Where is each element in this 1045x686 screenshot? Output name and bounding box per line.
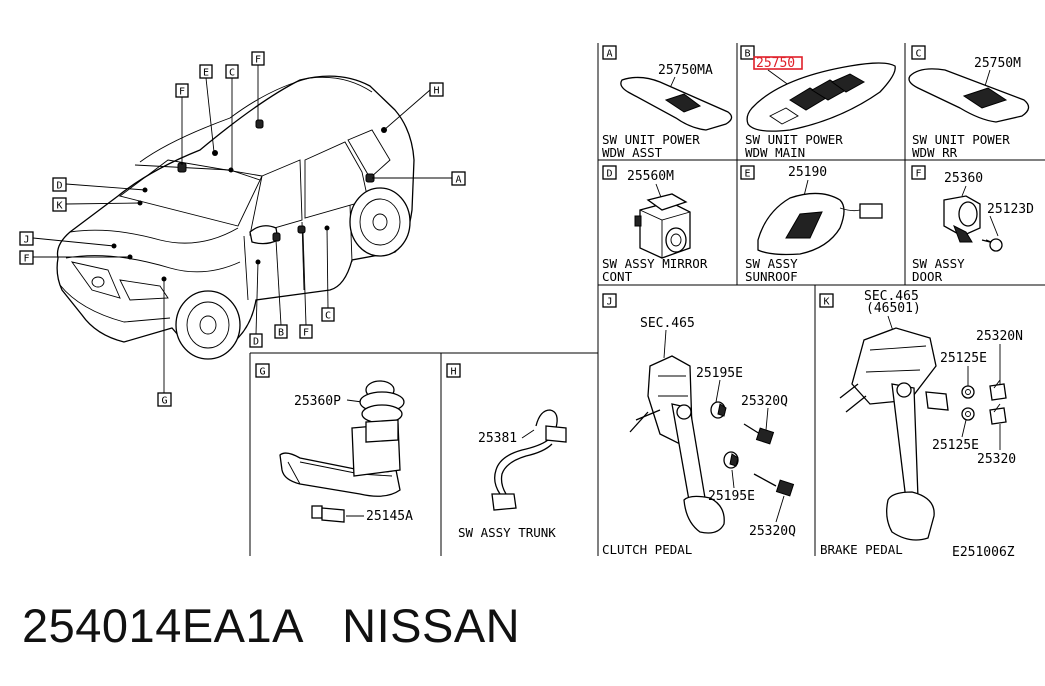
panel-j-desc: CLUTCH PEDAL: [602, 542, 692, 557]
panel-h-desc: SW ASSY TRUNK: [458, 525, 556, 540]
callout-c-1: C: [229, 68, 235, 79]
panel-g-letter: G: [259, 367, 265, 378]
panel-c-desc-1: SW UNIT POWER: [912, 132, 1010, 147]
car-callouts: F E C F H A D K J F D B F C G: [19, 51, 466, 407]
panel-d: D 25560M SW ASSY MIRROR CONT: [602, 165, 708, 284]
panel-h-letter: H: [450, 367, 456, 378]
panel-a-letter: A: [606, 49, 612, 60]
panel-e-letter: E: [744, 169, 750, 180]
panel-e-part-number: 25190: [788, 165, 827, 180]
panel-b-letter: B: [744, 49, 750, 60]
panel-k-part-4: 25320: [977, 452, 1016, 467]
footer: 254014EA1A NISSAN: [22, 598, 520, 653]
panel-f-desc-2: DOOR: [912, 269, 943, 284]
callout-f-2: F: [255, 55, 261, 66]
panel-f: F 25360 25123D SW ASSY DOOR: [911, 165, 1034, 284]
panel-a-desc-2: WDW ASST: [602, 145, 663, 160]
panel-j-part-3: 25195E: [708, 489, 755, 504]
panel-c-letter: C: [915, 49, 921, 60]
panel-h: H 25381 SW ASSY TRUNK: [446, 363, 567, 540]
panel-e-desc-1: SW ASSY: [745, 256, 798, 271]
panel-g: G 25360P 25145A: [255, 363, 413, 524]
panel-a: A 25750MA SW UNIT POWER WDW ASST: [602, 45, 733, 160]
panel-f-part-1: 25360: [944, 171, 983, 186]
panel-c: C 25750M SW UNIT POWER WDW RR: [908, 45, 1030, 160]
callout-f-3: A: [455, 175, 461, 186]
callout-e: E: [203, 68, 209, 79]
callout-g: G: [161, 396, 167, 407]
panel-k-letter: K: [823, 297, 829, 308]
panel-a-part-number: 25750MA: [658, 63, 713, 78]
callout-f-4: F: [303, 328, 309, 339]
panel-a-desc-1: SW UNIT POWER: [602, 132, 700, 147]
panel-f-letter: F: [915, 169, 921, 180]
callout-d-1: K: [56, 201, 62, 212]
panel-k-sec-2: (46501): [866, 301, 921, 316]
panel-k-sec-1: SEC.465: [864, 289, 919, 304]
panel-b-part-number: 25750: [756, 56, 795, 71]
callout-c-2: C: [325, 311, 331, 322]
callout-h: H: [433, 86, 439, 97]
panel-d-part-number: 25560M: [627, 169, 674, 184]
callout-d-2: D: [253, 337, 259, 348]
panel-j-sec: SEC.465: [640, 316, 695, 331]
parts-diagram: F E C F H A D K J F D B F C G A 25750MA …: [19, 43, 1045, 560]
panel-h-part-number: 25381: [478, 431, 517, 446]
part-number-caption: 254014EA1A: [22, 599, 302, 652]
panel-j-part-2: 25320Q: [741, 394, 788, 409]
panel-c-part-number: 25750M: [974, 56, 1021, 71]
panel-g-part-1: 25360P: [294, 394, 341, 409]
panel-k-part-3: 25125E: [932, 438, 979, 453]
callout-f-1: F: [179, 87, 185, 98]
panel-b: B 25750 SW UNIT POWER WDW MAIN: [740, 45, 896, 160]
panel-j-letter: J: [606, 297, 612, 308]
panel-d-desc-1: SW ASSY MIRROR: [602, 256, 708, 271]
panel-j: J SEC.465 25195E 25320Q 25195E 25320Q CL…: [602, 293, 796, 557]
panel-e-desc-2: SUNROOF: [745, 269, 798, 284]
diagram-code: E251006Z: [952, 545, 1015, 560]
panel-f-desc-1: SW ASSY: [912, 256, 965, 271]
panel-k-part-2: 25125E: [940, 351, 987, 366]
panel-c-desc-2: WDW RR: [912, 145, 958, 160]
panel-j-part-4: 25320Q: [749, 524, 796, 539]
panel-k-desc: BRAKE PEDAL: [820, 542, 903, 557]
callout-k: J: [23, 235, 29, 246]
callout-a: D: [56, 181, 62, 192]
panel-k: K SEC.465 (46501) 25320N 25125E 25125E 2…: [819, 289, 1023, 560]
panel-f-part-2: 25123D: [987, 202, 1034, 217]
panel-b-desc-1: SW UNIT POWER: [745, 132, 843, 147]
callout-j: F: [23, 254, 29, 265]
panel-d-letter: D: [606, 169, 612, 180]
panel-b-desc-2: WDW MAIN: [745, 145, 805, 160]
brand-caption: NISSAN: [342, 599, 521, 652]
panel-e: E 25190 SW ASSY SUNROOF: [740, 165, 883, 284]
panel-k-part-1: 25320N: [976, 329, 1023, 344]
panel-d-desc-2: CONT: [602, 269, 633, 284]
panel-j-part-1: 25195E: [696, 366, 743, 381]
panel-grid: [249, 43, 1045, 556]
panel-b-highlight: [753, 56, 803, 70]
panel-g-part-2: 25145A: [366, 509, 413, 524]
callout-b: B: [278, 328, 284, 339]
car-illustration: [32, 65, 452, 393]
